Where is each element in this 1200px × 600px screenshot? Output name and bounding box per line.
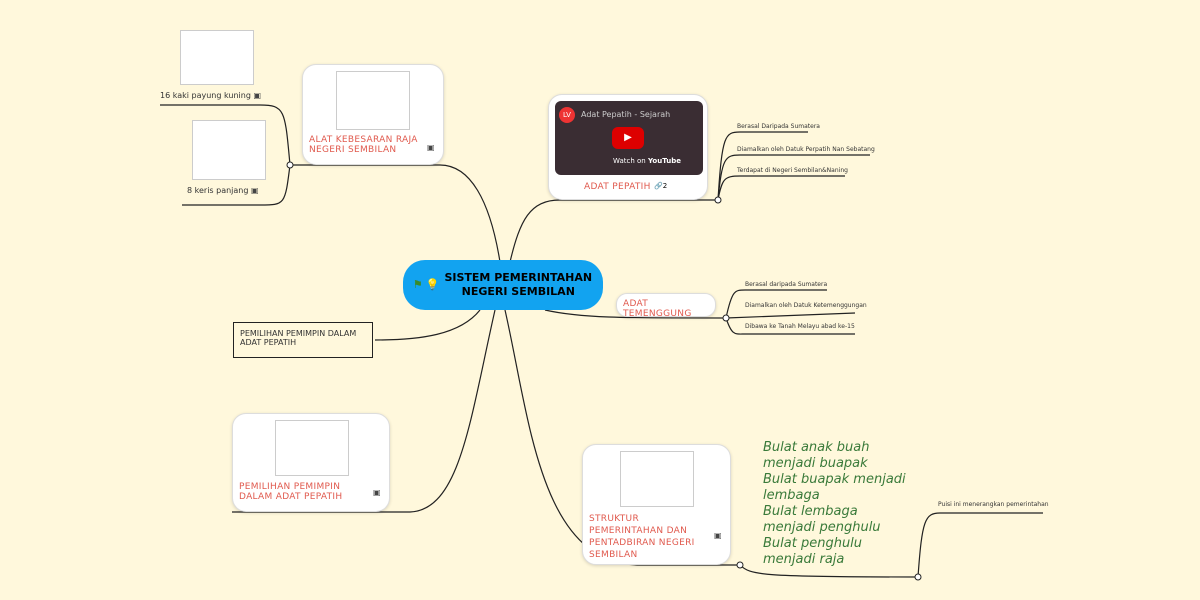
lightbulb-icon: 💡 bbox=[425, 278, 440, 291]
image-placeholder bbox=[180, 30, 254, 85]
subtopic[interactable]: Diamalkan oleh Datuk Perpatih Nan Sebata… bbox=[737, 146, 875, 153]
video-title: Adat Pepatih - Sejarah bbox=[581, 110, 671, 119]
topic-pemilihan-pemimpin[interactable]: PEMILIHAN PEMIMPIN DALAM ADAT PEPATIH ▣ bbox=[232, 413, 390, 512]
subtopic[interactable]: Berasal daripada Sumatera bbox=[745, 281, 828, 288]
topic-label: STRUKTUR PEMERINTAHAN DAN PENTADBIRAN NE… bbox=[589, 514, 695, 560]
topic-alat-kebesaran[interactable]: ALAT KEBESARAN RAJA NEGERI SEMBILAN ▣ bbox=[302, 64, 444, 165]
subtopic[interactable]: Diamalkan oleh Datuk Ketemenggungan bbox=[745, 302, 867, 309]
poem[interactable]: Bulat anak buah menjadi buapak Bulat bua… bbox=[763, 440, 913, 568]
topic-label: ADAT PEPATIH bbox=[584, 182, 651, 192]
poem-line: Bulat anak buah menjadi buapak bbox=[763, 440, 870, 471]
youtube-video[interactable]: LV Adat Pepatih - Sejarah ▶ Watch on You… bbox=[555, 101, 703, 175]
watch-on-youtube[interactable]: Watch on YouTube bbox=[613, 157, 681, 165]
topic-struktur[interactable]: STRUKTUR PEMERINTAHAN DAN PENTADBIRAN NE… bbox=[582, 444, 731, 565]
channel-logo: LV bbox=[559, 107, 575, 123]
subtopic[interactable]: Berasal Daripada Sumatera bbox=[737, 123, 820, 130]
poem-line: Bulat buapak menjadi lembaga bbox=[763, 472, 906, 503]
image-placeholder bbox=[275, 420, 349, 476]
poem-line: Bulat penghulu menjadi raja bbox=[763, 536, 863, 567]
image-icon: ▣ bbox=[251, 186, 259, 195]
subtopic[interactable]: Dibawa ke Tanah Melayu abad ke-15 bbox=[745, 323, 855, 330]
subtopic[interactable]: Puisi ini menerangkan pemerintahan bbox=[938, 501, 1049, 508]
image-placeholder bbox=[192, 120, 266, 180]
poem-line: Bulat lembaga menjadi penghulu bbox=[763, 504, 881, 535]
topic-keris[interactable]: 8 keris panjang ▣ bbox=[187, 186, 259, 195]
image-icon: ▣ bbox=[427, 143, 435, 152]
image-icon: ▣ bbox=[253, 91, 261, 100]
topic-adat-pepatih[interactable]: LV Adat Pepatih - Sejarah ▶ Watch on You… bbox=[548, 94, 708, 200]
image-placeholder bbox=[336, 71, 410, 130]
central-topic[interactable]: ⚑ 💡 SISTEM PEMERINTAHAN NEGERI SEMBILAN bbox=[403, 260, 603, 310]
image-placeholder bbox=[620, 451, 694, 507]
link-icon: 🔗 bbox=[654, 182, 663, 190]
topic-label: ALAT KEBESARAN RAJA NEGERI SEMBILAN bbox=[309, 135, 418, 155]
flag-icon: ⚑ bbox=[412, 278, 423, 291]
topic-payung[interactable]: 16 kaki payung kuning ▣ bbox=[160, 91, 261, 100]
link-count[interactable]: 🔗2 bbox=[654, 182, 668, 190]
play-icon[interactable]: ▶ bbox=[612, 127, 644, 149]
topic-label: ADAT TEMENGGUNG bbox=[623, 299, 692, 319]
topic-label: PEMILIHAN PEMIMPIN DALAM ADAT PEPATIH bbox=[239, 482, 343, 502]
image-icon: ▣ bbox=[714, 531, 722, 540]
topic-adat-temenggung[interactable]: ADAT TEMENGGUNG bbox=[616, 293, 716, 319]
central-topic-title: SISTEM PEMERINTAHAN NEGERI SEMBILAN bbox=[444, 271, 593, 298]
image-icon: ▣ bbox=[373, 488, 381, 497]
topic-pemilihan-box[interactable]: PEMILIHAN PEMIMPIN DALAM ADAT PEPATIH bbox=[233, 322, 373, 358]
subtopic[interactable]: Terdapat di Negeri Sembilan&Naning bbox=[737, 167, 848, 174]
